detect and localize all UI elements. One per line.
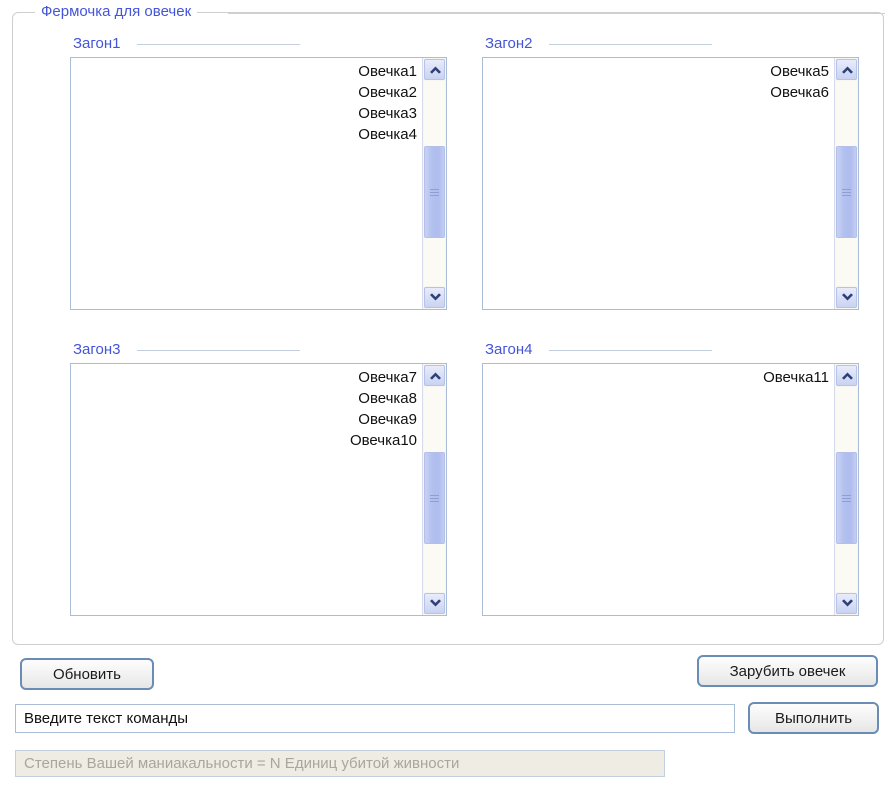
farm-group-legend: Фермочка для овечек bbox=[35, 4, 198, 20]
vertical-scrollbar-1[interactable] bbox=[422, 58, 446, 309]
pen-divider-2 bbox=[549, 44, 712, 45]
sheep-list-4: Овечка11 bbox=[483, 367, 832, 388]
list-item[interactable]: Овечка6 bbox=[770, 84, 829, 101]
scroll-down-button-3[interactable] bbox=[424, 593, 445, 614]
sheep-listbox-1[interactable]: Овечка1 Овечка2 Овечка3 Овечка4 bbox=[70, 57, 447, 310]
pen-group-1: Загон1 Овечка1 Овечка2 Овечка3 Овечка4 bbox=[59, 35, 447, 323]
scroll-up-button-4[interactable] bbox=[836, 365, 857, 386]
list-item[interactable]: Овечка11 bbox=[763, 369, 829, 386]
grip-lines-icon bbox=[842, 189, 851, 198]
refresh-button[interactable]: Обновить bbox=[20, 658, 154, 690]
chevron-down-icon bbox=[842, 599, 853, 607]
farm-group-box: Фермочка для овечек Загон1 Овечка1 Овечк… bbox=[12, 4, 885, 645]
sheep-list-3: Овечка7 Овечка8 Овечка9 Овечка10 bbox=[71, 367, 420, 451]
list-item[interactable]: Овечка9 bbox=[358, 411, 417, 428]
vertical-scrollbar-2[interactable] bbox=[834, 58, 858, 309]
scroll-thumb-1[interactable] bbox=[424, 146, 445, 238]
sheep-list-1: Овечка1 Овечка2 Овечка3 Овечка4 bbox=[71, 61, 420, 145]
chevron-up-icon bbox=[430, 66, 441, 74]
scroll-down-button-4[interactable] bbox=[836, 593, 857, 614]
pen-group-2: Загон2 Овечка5 Овечка6 bbox=[471, 35, 859, 323]
status-field: Степень Вашей маниакальности = N Единиц … bbox=[15, 750, 665, 777]
pen-title-3: Загон3 bbox=[73, 341, 121, 358]
vertical-scrollbar-4[interactable] bbox=[834, 364, 858, 615]
vertical-scrollbar-3[interactable] bbox=[422, 364, 446, 615]
list-item[interactable]: Овечка3 bbox=[358, 105, 417, 122]
chevron-down-icon bbox=[842, 293, 853, 301]
grip-lines-icon bbox=[430, 189, 439, 198]
pen-divider-4 bbox=[549, 350, 712, 351]
list-item[interactable]: Овечка8 bbox=[358, 390, 417, 407]
list-item[interactable]: Овечка7 bbox=[358, 369, 417, 386]
chevron-up-icon bbox=[842, 66, 853, 74]
sheep-listbox-4[interactable]: Овечка11 bbox=[482, 363, 859, 616]
chevron-up-icon bbox=[430, 372, 441, 380]
scroll-thumb-3[interactable] bbox=[424, 452, 445, 544]
chevron-down-icon bbox=[430, 293, 441, 301]
pen-title-4: Загон4 bbox=[485, 341, 533, 358]
scroll-down-button-2[interactable] bbox=[836, 287, 857, 308]
chevron-up-icon bbox=[842, 372, 853, 380]
sheep-list-2: Овечка5 Овечка6 bbox=[483, 61, 832, 103]
grip-lines-icon bbox=[430, 495, 439, 504]
list-item[interactable]: Овечка2 bbox=[358, 84, 417, 101]
pen-group-4: Загон4 Овечка11 bbox=[471, 341, 859, 629]
pen-group-3: Загон3 Овечка7 Овечка8 Овечка9 Овечка10 bbox=[59, 341, 447, 629]
scroll-up-button-2[interactable] bbox=[836, 59, 857, 80]
pen-title-1: Загон1 bbox=[73, 35, 121, 52]
scroll-up-button-1[interactable] bbox=[424, 59, 445, 80]
farm-legend-divider bbox=[228, 13, 885, 14]
list-item[interactable]: Овечка1 bbox=[358, 63, 417, 80]
pen-divider-1 bbox=[137, 44, 300, 45]
sheep-listbox-3[interactable]: Овечка7 Овечка8 Овечка9 Овечка10 bbox=[70, 363, 447, 616]
chevron-down-icon bbox=[430, 599, 441, 607]
pen-title-2: Загон2 bbox=[485, 35, 533, 52]
scroll-thumb-2[interactable] bbox=[836, 146, 857, 238]
sheep-listbox-2[interactable]: Овечка5 Овечка6 bbox=[482, 57, 859, 310]
command-input[interactable] bbox=[15, 704, 735, 733]
kill-sheep-button[interactable]: Зарубить овечек bbox=[697, 655, 878, 687]
scroll-down-button-1[interactable] bbox=[424, 287, 445, 308]
execute-button[interactable]: Выполнить bbox=[748, 702, 879, 734]
grip-lines-icon bbox=[842, 495, 851, 504]
list-item[interactable]: Овечка10 bbox=[349, 432, 417, 449]
list-item[interactable]: Овечка4 bbox=[358, 126, 417, 143]
pen-divider-3 bbox=[137, 350, 300, 351]
scroll-thumb-4[interactable] bbox=[836, 452, 857, 544]
list-item[interactable]: Овечка5 bbox=[770, 63, 829, 80]
scroll-up-button-3[interactable] bbox=[424, 365, 445, 386]
